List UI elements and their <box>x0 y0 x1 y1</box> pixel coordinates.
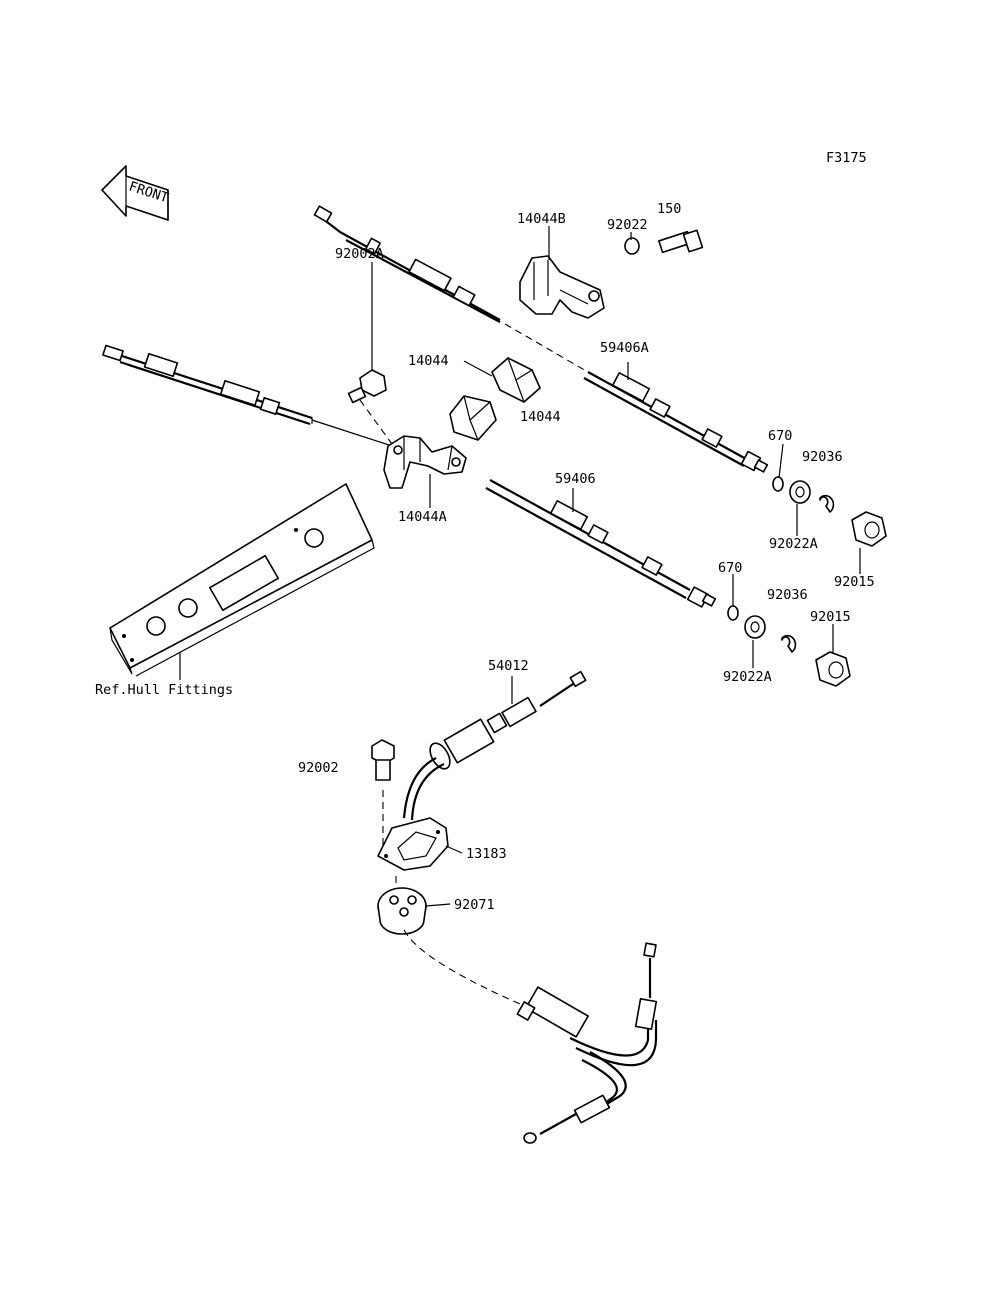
hull-fittings-panel <box>109 483 375 677</box>
cable-59406A <box>313 205 769 473</box>
leader-92002A-dash <box>359 399 393 445</box>
part-labels: 14044B 92022 150 92002A 14044 14044 5940… <box>95 201 875 913</box>
label-670-lower: 670 <box>718 560 742 576</box>
label-14044A: 14044A <box>398 509 447 525</box>
label-92015-lower: 92015 <box>810 609 851 625</box>
label-92002: 92002 <box>298 760 339 776</box>
bracket-14044A <box>383 435 467 489</box>
nut-92015-lower <box>815 651 851 687</box>
label-92071: 92071 <box>454 897 495 913</box>
label-92015-upper: 92015 <box>834 574 875 590</box>
label-14044B: 14044B <box>517 211 566 227</box>
label-92036-lower: 92036 <box>767 587 808 603</box>
label-14044-upper: 14044 <box>408 353 449 369</box>
washer-92022 <box>624 237 640 255</box>
label-92036-upper: 92036 <box>802 449 843 465</box>
holder-14044-lower <box>449 395 497 441</box>
label-14044-lower: 14044 <box>520 409 561 425</box>
oring-670-lower <box>727 605 739 621</box>
label-ref-hull-fittings: Ref.Hull Fittings <box>95 682 233 698</box>
washer-92022A-lower <box>744 615 766 639</box>
label-670-upper: 670 <box>768 428 792 444</box>
bolt-92002 <box>371 739 395 781</box>
figure-code: F3175 <box>826 150 867 166</box>
label-59406A: 59406A <box>600 340 649 356</box>
label-13183: 13183 <box>466 846 507 862</box>
plate-13183 <box>377 817 449 871</box>
cable-59406 <box>102 344 717 608</box>
grommet-92071 <box>377 887 427 935</box>
bolt-150 <box>658 229 704 254</box>
label-150: 150 <box>657 201 681 217</box>
label-92022: 92022 <box>607 217 648 233</box>
front-arrow-icon: FRONT <box>101 165 170 221</box>
washer-92022A-upper <box>789 480 811 504</box>
label-92022A-lower: 92022A <box>723 669 772 685</box>
label-92022A-upper: 92022A <box>769 536 818 552</box>
cable-54012-upper <box>402 670 587 821</box>
choke-assembly-lower <box>516 942 658 1144</box>
oring-670-upper <box>772 476 784 492</box>
leader-lines <box>179 226 861 907</box>
lockwasher-92036-lower <box>781 634 797 653</box>
label-92002A: 92002A <box>335 246 384 262</box>
label-54012: 54012 <box>488 658 529 674</box>
bracket-14044B <box>519 255 605 319</box>
label-59406: 59406 <box>555 471 596 487</box>
connector-dash <box>403 929 521 1005</box>
nut-92015-upper <box>851 511 887 547</box>
holder-14044-upper <box>491 357 541 403</box>
lockwasher-92036-upper <box>819 494 835 513</box>
bolt-92002A <box>347 369 387 404</box>
